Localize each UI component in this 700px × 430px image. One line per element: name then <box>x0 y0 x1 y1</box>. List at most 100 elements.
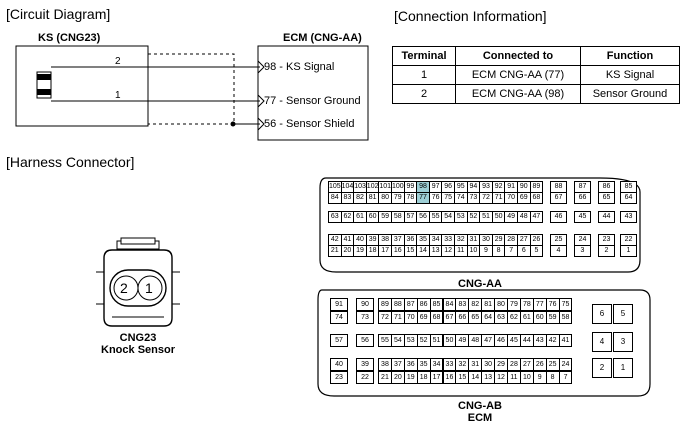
connector-pin-28: 28 <box>507 358 521 371</box>
connector-pin-11: 11 <box>507 371 521 384</box>
cng23-caption: CNG23 <box>119 332 157 344</box>
connector-pin-14: 14 <box>468 371 483 384</box>
connector-pin-68: 68 <box>529 192 544 204</box>
connector-pin-52: 52 <box>466 211 481 223</box>
connector-pin-41: 41 <box>558 334 573 347</box>
connector-pin-70: 70 <box>504 192 518 204</box>
connector-pin-62: 62 <box>340 211 355 223</box>
connector-pin-4: 4 <box>592 332 612 352</box>
connector-pin-37: 37 <box>390 358 405 371</box>
connector-pin-5: 5 <box>529 245 544 257</box>
connector-pin-31: 31 <box>468 358 483 371</box>
connector-pin-83: 83 <box>455 298 470 311</box>
connector-pin-17: 17 <box>429 371 444 384</box>
connector-pin-63: 63 <box>494 311 508 324</box>
circuit-diagram-heading: [Circuit Diagram] <box>6 6 111 22</box>
connector-pin-56: 56 <box>416 211 430 223</box>
connector-pin-73: 73 <box>356 311 374 324</box>
connector-pin-86: 86 <box>416 298 431 311</box>
connector-pin-61: 61 <box>353 211 367 223</box>
connector-pin-67: 67 <box>550 192 567 204</box>
connector-pin-80: 80 <box>494 298 508 311</box>
function-header: Function <box>580 46 680 66</box>
connector-pin-67: 67 <box>442 311 457 324</box>
connector-pin-60: 60 <box>532 311 547 324</box>
connector-pin-40: 40 <box>330 358 348 371</box>
connector-pin-9: 9 <box>479 245 493 257</box>
connector-pin-48: 48 <box>517 211 531 223</box>
cng-ab-outline <box>317 289 651 397</box>
connector-pin-45: 45 <box>574 211 591 223</box>
connector-pin-83: 83 <box>340 192 355 204</box>
connector-pin-16: 16 <box>391 245 405 257</box>
connector-pin-44: 44 <box>519 334 534 347</box>
connector-pin-74: 74 <box>330 311 348 324</box>
connector-pin-78: 78 <box>519 298 534 311</box>
cng-aa-caption: CNG-AA <box>458 278 502 290</box>
connector-pin-75: 75 <box>441 192 455 204</box>
connector-pin-89: 89 <box>378 298 392 311</box>
connector-pin-43: 43 <box>620 211 637 223</box>
connector-pin-79: 79 <box>391 192 405 204</box>
connector-pin-2: 2 <box>598 245 615 257</box>
connector-pin-90: 90 <box>356 298 374 311</box>
connector-pin-79: 79 <box>507 298 521 311</box>
connector-pin-51: 51 <box>479 211 493 223</box>
cng23-subcaption: Knock Sensor <box>101 344 175 356</box>
connection-info-heading: [Connection Information] <box>394 8 547 24</box>
connector-pin-16: 16 <box>442 371 457 384</box>
connector-pin-34: 34 <box>429 358 444 371</box>
connector-pin-21: 21 <box>328 245 342 257</box>
cng23-pin-1-number: 1 <box>145 280 153 296</box>
connected-to-header: Connected to <box>455 46 581 66</box>
connector-pin-84: 84 <box>328 192 342 204</box>
cng23-pin-1 <box>137 275 163 301</box>
connector-pin-81: 81 <box>481 298 496 311</box>
connector-pin-33: 33 <box>442 358 457 371</box>
connector-pin-82: 82 <box>353 192 367 204</box>
connector-pin-77: 77 <box>532 298 547 311</box>
table-cell: Sensor Ground <box>580 84 680 104</box>
connector-pin-7: 7 <box>504 245 518 257</box>
connector-pin-50: 50 <box>442 334 457 347</box>
connector-pin-20: 20 <box>390 371 405 384</box>
ks-box <box>15 45 149 127</box>
connector-pin-70: 70 <box>403 311 418 324</box>
connector-pin-35: 35 <box>416 358 431 371</box>
table-cell: KS Signal <box>580 65 680 85</box>
connector-pin-66: 66 <box>455 311 470 324</box>
ks-pin-2-label: 2 <box>115 56 121 67</box>
connector-pin-1: 1 <box>620 245 637 257</box>
connector-pin-12: 12 <box>494 371 508 384</box>
connector-pin-56: 56 <box>356 334 374 347</box>
connector-pin-71: 71 <box>491 192 506 204</box>
connector-pin-3: 3 <box>574 245 591 257</box>
table-header-row: Terminal Connected to Function <box>392 46 680 66</box>
connector-pin-22: 22 <box>620 234 637 246</box>
cng23-pin-2-number: 2 <box>120 280 128 296</box>
connector-pin-1: 1 <box>613 358 633 378</box>
connector-pin-26: 26 <box>529 234 544 246</box>
connector-pin-9: 9 <box>532 371 547 384</box>
connector-pin-3: 3 <box>613 332 633 352</box>
connector-pin-38: 38 <box>378 358 392 371</box>
ecm-pin-98-label: 98 - KS Signal <box>264 61 335 73</box>
connector-pin-61: 61 <box>519 311 534 324</box>
connector-pin-78: 78 <box>403 192 418 204</box>
table-cell: ECM CNG-AA (98) <box>455 84 581 104</box>
ks-label: KS (CNG23) <box>38 32 101 44</box>
connector-pin-49: 49 <box>504 211 518 223</box>
connector-pin-58: 58 <box>391 211 405 223</box>
connector-pin-53: 53 <box>403 334 418 347</box>
connector-pin-55: 55 <box>378 334 392 347</box>
connector-pin-29: 29 <box>494 358 508 371</box>
connector-pin-14: 14 <box>416 245 430 257</box>
cng23-connector-drawing <box>96 237 180 327</box>
connector-pin-10: 10 <box>466 245 481 257</box>
table-cell: ECM CNG-AA (77) <box>455 65 581 85</box>
connector-pin-76: 76 <box>428 192 443 204</box>
connector-pin-69: 69 <box>517 192 531 204</box>
connector-pin-88: 88 <box>390 298 405 311</box>
connector-pin-30: 30 <box>481 358 496 371</box>
